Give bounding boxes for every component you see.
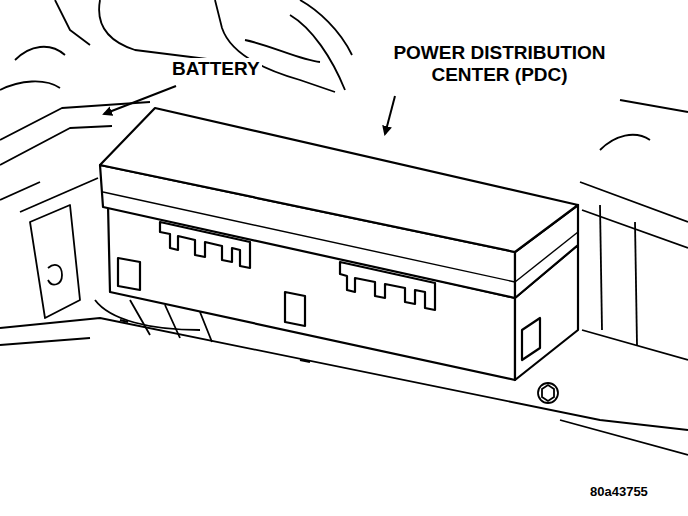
body-structure	[560, 420, 688, 455]
body-structure	[600, 205, 602, 330]
body-structure	[620, 100, 688, 112]
leader-arrow	[104, 86, 395, 134]
pdc-housing	[340, 262, 435, 310]
body-structure	[600, 135, 650, 150]
body-structure	[30, 205, 80, 318]
leader-arrow	[104, 86, 176, 114]
body-structure	[582, 330, 688, 360]
battery-outline	[0, 102, 150, 140]
pdc-housing	[522, 318, 540, 360]
battery-outline	[0, 126, 112, 165]
pdc-housing	[118, 258, 140, 290]
bolt	[542, 385, 554, 401]
body-structure	[0, 338, 90, 345]
bolt	[538, 383, 558, 403]
part-label: POWER DISTRIBUTION CENTER (PDC)	[360, 42, 639, 86]
engine-bay	[99, 0, 215, 60]
engine-bay	[0, 81, 60, 90]
body-structure	[48, 265, 62, 285]
pdc-housing	[515, 232, 578, 282]
engine-bay	[15, 47, 65, 60]
pdc-housing	[120, 320, 310, 362]
engine-bay	[300, 0, 352, 55]
body-structure	[635, 222, 637, 345]
part-label: BATTERY	[170, 58, 262, 80]
pdc-housing	[160, 222, 250, 268]
bolt	[538, 383, 558, 403]
battery-outline	[20, 178, 98, 212]
battery-outline	[0, 182, 40, 200]
figure-number: 80a43755	[588, 485, 650, 500]
pdc-housing	[285, 292, 305, 326]
engine-bay	[290, 15, 345, 90]
pdc-housing	[100, 108, 578, 380]
leader-arrow	[385, 96, 395, 134]
engine-bay	[0, 0, 352, 92]
body-structure	[0, 100, 688, 455]
engine-bay	[55, 0, 90, 45]
pdc-housing	[103, 192, 515, 282]
